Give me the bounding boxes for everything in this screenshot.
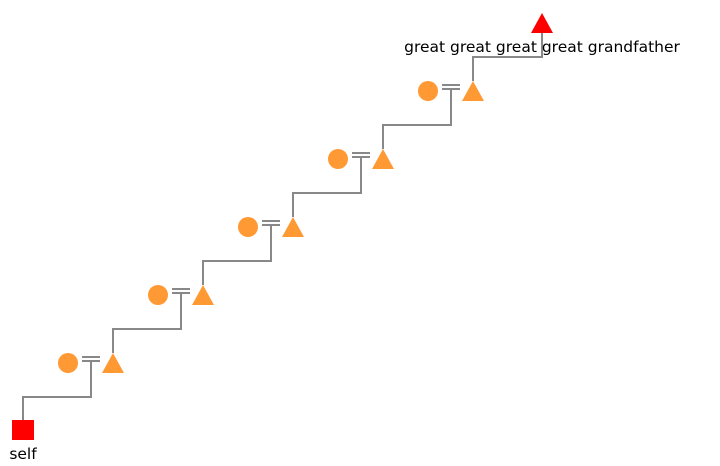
target-label: great great great great grandfather: [404, 38, 680, 56]
descent-line: [22, 361, 92, 420]
descent-line: [472, 33, 543, 81]
target-ancestor-triangle-node: [531, 13, 553, 33]
descent-line: [202, 225, 272, 285]
male-ancestor-triangle-node: [192, 285, 214, 305]
female-ancestor-circle-node: [328, 149, 348, 169]
male-ancestor-triangle-node: [102, 353, 124, 373]
female-ancestor-circle-node: [238, 217, 258, 237]
female-ancestor-circle-node: [148, 285, 168, 305]
descent-line: [382, 89, 452, 149]
female-ancestor-circle-node: [418, 81, 438, 101]
self-label: self: [9, 445, 37, 463]
descent-line: [112, 293, 182, 353]
male-ancestor-triangle-node: [372, 149, 394, 169]
self-square-node: [12, 420, 34, 440]
female-ancestor-circle-node: [58, 353, 78, 373]
male-ancestor-triangle-node: [462, 81, 484, 101]
descent-line: [292, 157, 362, 217]
male-ancestor-triangle-node: [282, 217, 304, 237]
